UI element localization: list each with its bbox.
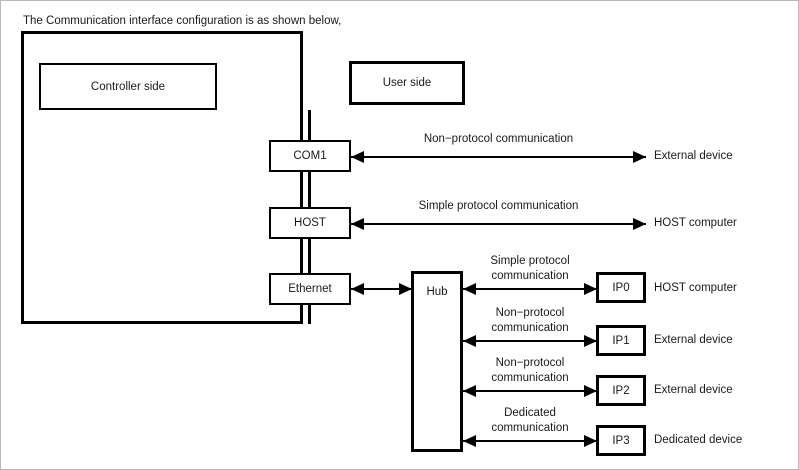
user-side-box: User side xyxy=(349,61,465,105)
arrowhead-right-icon xyxy=(584,435,597,447)
arrow-label-hub-ip3: Dedicated communication xyxy=(491,407,569,434)
spine-segment-host-eth xyxy=(308,239,311,273)
device-label-host-computer: HOST computer xyxy=(654,217,737,229)
user-side-label: User side xyxy=(382,77,432,89)
port-label-ethernet: Ethernet xyxy=(288,283,332,295)
arrow-line xyxy=(463,440,597,442)
ip-box-ip0: IP0 xyxy=(596,272,646,303)
ip-label-ip2: IP2 xyxy=(612,384,630,397)
arrow-line xyxy=(351,156,646,158)
arrowhead-right-icon xyxy=(584,283,597,295)
arrow-line xyxy=(351,288,412,290)
port-box-com1: COM1 xyxy=(269,140,351,172)
arrowhead-right-icon xyxy=(399,283,412,295)
controller-side-box: Controller side xyxy=(39,63,217,110)
arrowhead-left-icon xyxy=(351,283,364,295)
spine-segment-bottom xyxy=(308,304,311,324)
arrowhead-left-icon xyxy=(463,435,476,447)
arrowhead-left-icon xyxy=(463,385,476,397)
arrow-line xyxy=(463,340,597,342)
ip-box-ip3: IP3 xyxy=(596,425,646,456)
arrowhead-left-icon xyxy=(351,218,364,230)
ip-box-ip2: IP2 xyxy=(596,375,646,406)
arrow-line xyxy=(463,288,597,290)
device-label-ip0: HOST computer xyxy=(654,282,737,294)
arrow-label-host-hostcomputer: Simple protocol communication xyxy=(418,200,579,212)
arrowhead-right-icon xyxy=(584,335,597,347)
hub-box: Hub xyxy=(411,271,463,452)
arrowhead-right-icon xyxy=(584,385,597,397)
spine-segment-com1-host xyxy=(308,171,311,207)
arrowhead-left-icon xyxy=(463,283,476,295)
port-label-com1: COM1 xyxy=(293,150,327,162)
ip-label-ip0: IP0 xyxy=(612,281,630,294)
arrow-label-hub-ip1: Non−protocol communication xyxy=(491,307,569,334)
ip-box-ip1: IP1 xyxy=(596,325,646,356)
arrowhead-right-icon xyxy=(633,218,646,230)
controller-side-label: Controller side xyxy=(90,80,166,93)
controller-side-enclosure xyxy=(21,31,303,324)
port-box-host: HOST xyxy=(269,207,351,239)
ip-label-ip3: IP3 xyxy=(612,434,630,447)
arrow-line xyxy=(463,390,597,392)
arrowhead-right-icon xyxy=(633,151,646,163)
hub-label: Hub xyxy=(426,286,448,298)
arrow-line xyxy=(351,223,646,225)
diagram-caption: The Communication interface configuratio… xyxy=(23,15,342,27)
arrow-label-com1-external: Non−protocol communication xyxy=(423,133,574,145)
arrowhead-left-icon xyxy=(463,335,476,347)
port-label-host: HOST xyxy=(294,217,326,229)
arrowhead-left-icon xyxy=(351,151,364,163)
ip-label-ip1: IP1 xyxy=(612,334,630,347)
spine-segment-top xyxy=(308,110,311,140)
port-box-ethernet: Ethernet xyxy=(269,273,351,305)
arrow-label-hub-ip2: Non−protocol communication xyxy=(491,357,569,384)
device-label-ip1: External device xyxy=(654,334,733,346)
device-label-ip2: External device xyxy=(654,384,733,396)
device-label-ip3: Dedicated device xyxy=(654,434,743,446)
device-label-external-com1: External device xyxy=(654,150,733,162)
arrow-label-hub-ip0: Simple protocol communication xyxy=(490,255,570,282)
